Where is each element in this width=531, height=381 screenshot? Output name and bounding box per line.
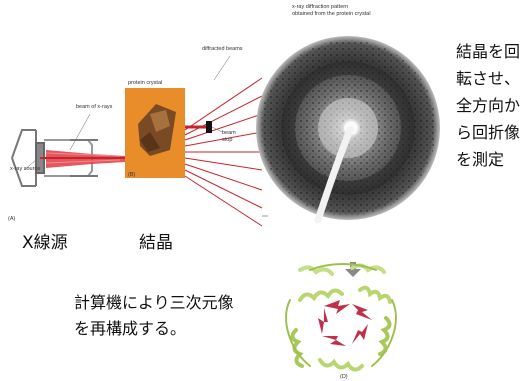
crystal-caption: 結晶 [139, 228, 173, 253]
rotation-note-line: 転させ、 [456, 65, 520, 92]
panel-d-label: (D) [340, 374, 348, 381]
reconstruction-line: 計算機により三次元像 [74, 290, 234, 316]
beta-barrel [318, 300, 372, 346]
xray-source-caption: X線源 [22, 228, 68, 253]
rotation-note-line: ら回折像 [456, 119, 520, 146]
rotation-note-line: 結晶を回 [456, 38, 520, 65]
reconstruction-caption: 計算機により三次元像 を再構成する。 [74, 290, 234, 342]
rotation-note-line: を測定 [456, 146, 520, 173]
helix-ribbons [286, 264, 396, 370]
reconstruction-line: を再構成する。 [74, 316, 234, 342]
rotation-note-line: 全方向か [456, 92, 520, 119]
rotation-note: 結晶を回 転させ、 全方向か ら回折像 を測定 [456, 38, 520, 173]
